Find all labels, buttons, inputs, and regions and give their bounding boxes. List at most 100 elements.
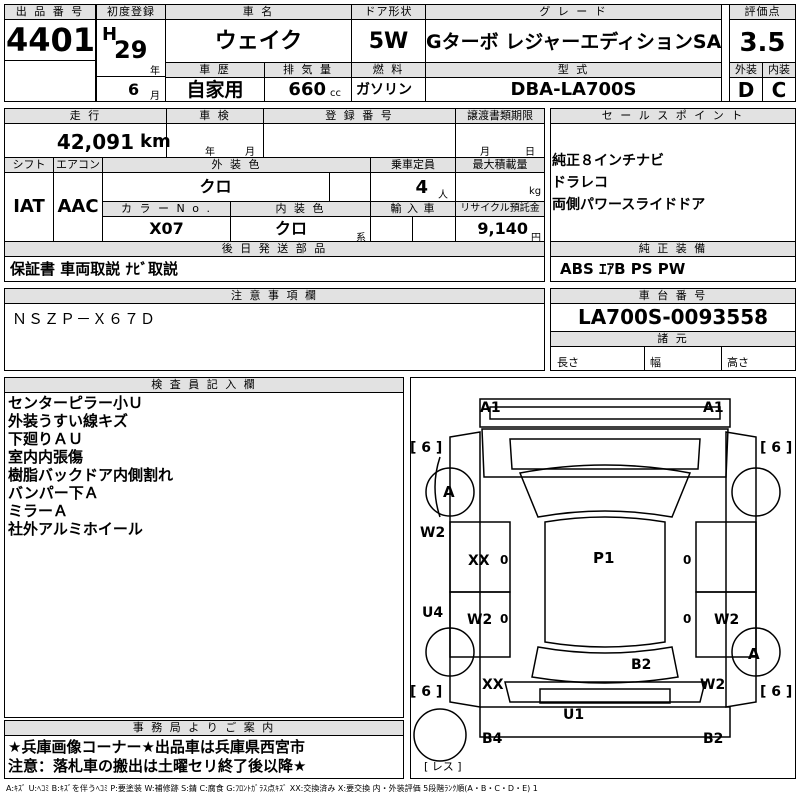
color-no-label: カ ラ ー N o . (102, 201, 231, 217)
mark-zero-3: 0 (500, 612, 509, 626)
inspector-item: センターピラー小Ｕ (8, 394, 144, 412)
mark-tire-rr: [ 6 ] (760, 684, 793, 700)
capacity-unit: 人 (438, 190, 448, 201)
later-parts-label: 後 日 発 送 部 品 (4, 241, 545, 257)
door: 5W (368, 29, 409, 54)
mark-w2-left-door: W2 (467, 612, 493, 628)
reg-month-unit: 月 (150, 91, 160, 102)
mark-w2-front-left: W2 (420, 525, 446, 541)
int-color-label: 内 装 色 (230, 201, 371, 217)
transfer-label: 譲渡書類期限 (455, 108, 545, 124)
import-label: 輸 入 車 (370, 201, 456, 217)
mark-zero-4: 0 (683, 612, 692, 626)
sales-point-item: ドラレコ (552, 175, 608, 191)
office-line-2: 注意：落札車の搬出は土曜セリ終了後以降★ (8, 757, 307, 775)
era: H (102, 24, 118, 45)
reg-no-cell (263, 123, 456, 158)
chassis: LA700S-0093558 (577, 305, 769, 329)
mark-b2-rear: B2 (631, 657, 652, 673)
ac: AAC (57, 196, 99, 217)
hood-shape (481, 428, 729, 478)
mark-wheel-rr: A (748, 645, 760, 663)
wheel-fl-circle (425, 467, 475, 517)
sales-points-list: 純正８インチナビ ドラレコ 両側パワースライドドア (552, 152, 705, 214)
mark-spare: [ レス ] (424, 760, 462, 773)
car-diagram (413, 398, 781, 762)
chassis-label: 車 台 番 号 (550, 288, 796, 304)
reg-month: 6 (128, 80, 140, 99)
ext-color-sub (329, 172, 371, 202)
mark-b2-bumper: B2 (703, 731, 724, 747)
mark-xx-left-front: XX (468, 553, 490, 569)
spare-tire-circle (413, 708, 467, 762)
first-reg-label: 初度登録 (96, 4, 166, 20)
notes-cell (4, 303, 545, 371)
left-front-fender (434, 456, 441, 518)
int-score: C (771, 78, 787, 102)
wheel-fr-circle (731, 467, 781, 517)
grade-label: グ レ ー ド (425, 4, 722, 20)
later-parts-cell (4, 256, 545, 282)
roof-shape (544, 516, 666, 648)
sales-points-label: セ ー ル ス ポ イ ン ト (550, 108, 796, 124)
inspector-item: 外装うすい線キズ (8, 412, 129, 430)
ext-color-label: 外 装 色 (102, 157, 371, 173)
office-cell (4, 735, 404, 779)
lot-no: 44015 (6, 21, 94, 59)
inspector-cell (4, 392, 404, 718)
int-score-label: 内装 (762, 62, 796, 78)
inspector-label: 検 査 員 記 入 欄 (4, 377, 404, 393)
length-label: 長さ (557, 356, 579, 369)
height-label: 高さ (727, 356, 749, 369)
specs-label: 諸 元 (550, 331, 796, 347)
mark-tire-rl: [ 6 ] (410, 684, 443, 700)
score-label: 評価点 (729, 4, 796, 20)
fuel-label: 燃 料 (351, 62, 426, 78)
sales-point-item: 両側パワースライドドア (552, 197, 706, 213)
history: 自家用 (186, 79, 244, 101)
ext-color: クロ (199, 177, 232, 196)
max-load-label: 最大積載量 (455, 157, 545, 173)
mark-tire-fl-value: 6 (421, 440, 432, 456)
max-load-unit: kg (529, 186, 542, 197)
displacement-label: 排 気 量 (264, 62, 352, 78)
recycle-label: リサイクル預託金 (455, 201, 545, 217)
mileage-unit: km (140, 131, 171, 152)
rear-window-shape (531, 646, 679, 684)
right-door-rear (695, 591, 757, 658)
rear-hatch-shape (504, 681, 706, 703)
model: DBA-LA700S (510, 79, 637, 100)
mark-tire-fr: [ 6 ] (760, 440, 793, 456)
lot-no-blank (4, 60, 96, 102)
inspector-item: 下廻りＡＵ (8, 430, 84, 448)
mark-spare-value: レス (431, 760, 454, 773)
inspector-item: バンパー下Ａ (8, 484, 99, 502)
front-bumper-inner (489, 406, 721, 420)
inspector-item: 室内内張傷 (8, 448, 84, 466)
mark-p1: P1 (593, 549, 615, 567)
office-line-1: ★兵庫画像コーナー★出品車は兵庫県西宮市 (8, 738, 305, 756)
mark-tire-rl-value: 6 (421, 684, 432, 700)
reg-year: 29 (114, 36, 148, 64)
notes-label: 注 意 事 項 欄 (4, 288, 545, 304)
car-name-label: 車 名 (165, 4, 352, 20)
inspection-month-unit: 月 (245, 147, 255, 158)
mark-u4: U4 (422, 605, 444, 621)
model-label: 型 式 (425, 62, 722, 78)
mark-xx-left-rear: XX (482, 677, 504, 693)
inspector-item: 樹脂バックドア内側割れ (8, 466, 174, 484)
mark-b4: B4 (482, 731, 503, 747)
car-name: ウェイク (214, 29, 303, 54)
shift-label: シフト (4, 157, 54, 173)
mark-zero-2: 0 (683, 553, 692, 567)
hood-inner (509, 438, 701, 470)
office-label: 事 務 局 よ り ご 案 内 (4, 720, 404, 736)
int-color: クロ (274, 219, 307, 238)
mileage-label: 走 行 (4, 108, 167, 124)
int-color-unit: 系 (356, 233, 366, 244)
score: 3.5 (739, 28, 786, 58)
inspector-item: ミラーＡ (8, 502, 69, 520)
shift: IAT (13, 196, 45, 217)
mark-u1: U1 (563, 707, 585, 723)
import-sub (412, 216, 456, 242)
